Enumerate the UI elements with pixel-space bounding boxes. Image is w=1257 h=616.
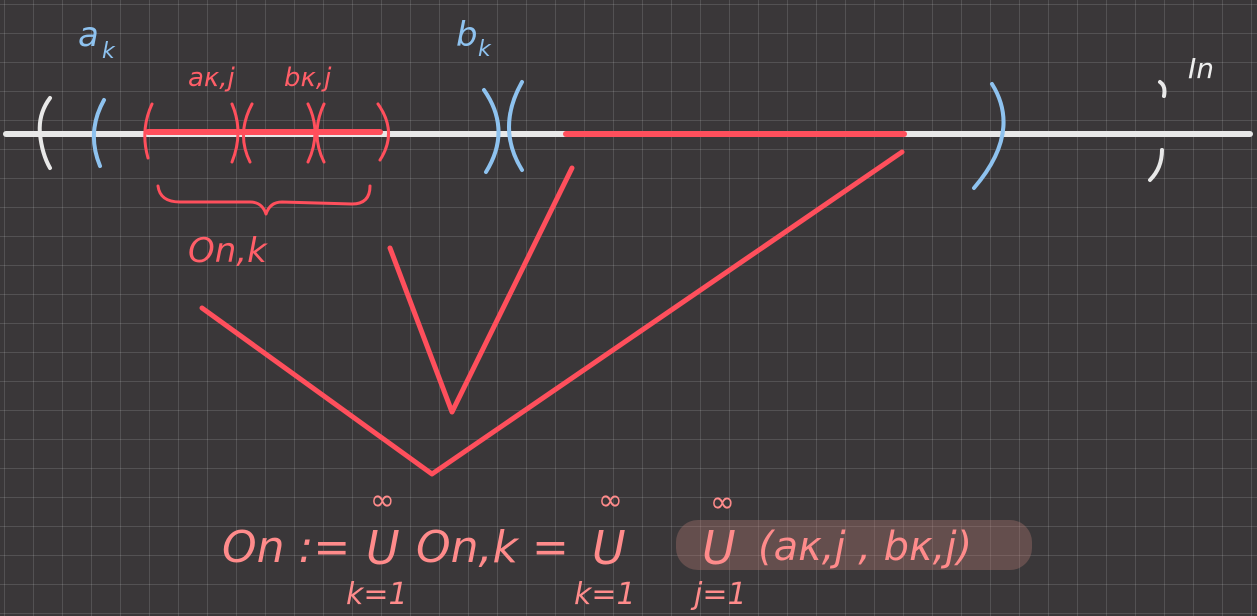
union3-bottom: j=1 xyxy=(690,577,747,612)
label-o-nk: On,k xyxy=(188,231,268,271)
label-a-kj: aκ,j xyxy=(188,63,236,93)
i-n-left-bracket xyxy=(37,96,52,170)
label-b-k: b xyxy=(456,15,478,55)
connector-lines xyxy=(199,149,905,477)
label-b-k-sub: k xyxy=(478,37,492,62)
label-i-n: In xyxy=(1188,52,1214,85)
i-n-right-bracket xyxy=(1148,80,1167,182)
formula-interval: (aκ,j , bκ,j) xyxy=(758,524,972,570)
connector-inner xyxy=(387,165,575,415)
a-k-left-paren xyxy=(91,98,106,168)
union2-symbol: U xyxy=(592,521,626,575)
formula-lhs: On := xyxy=(222,522,350,573)
union2-top: ∞ xyxy=(598,483,623,518)
highlight-box xyxy=(676,520,1032,570)
second-right-paren xyxy=(972,82,1006,190)
union1-top: ∞ xyxy=(370,483,395,518)
label-a-k: a xyxy=(78,15,99,55)
label-a-k-sub: k xyxy=(102,39,116,64)
union1-bottom: k=1 xyxy=(346,577,408,612)
b-k-right-paren xyxy=(482,88,501,174)
formula-mid: On,k = xyxy=(416,522,569,573)
second-left-paren xyxy=(507,80,524,172)
union3-top: ∞ xyxy=(710,485,735,520)
red-left-paren-1 xyxy=(143,102,154,160)
union3-symbol: U xyxy=(702,521,736,575)
union1-symbol: U xyxy=(366,521,400,575)
label-b-kj: bκ,j xyxy=(284,63,332,93)
union2-bottom: k=1 xyxy=(574,577,636,612)
red-right-paren-3 xyxy=(376,102,390,162)
brace xyxy=(156,184,372,216)
